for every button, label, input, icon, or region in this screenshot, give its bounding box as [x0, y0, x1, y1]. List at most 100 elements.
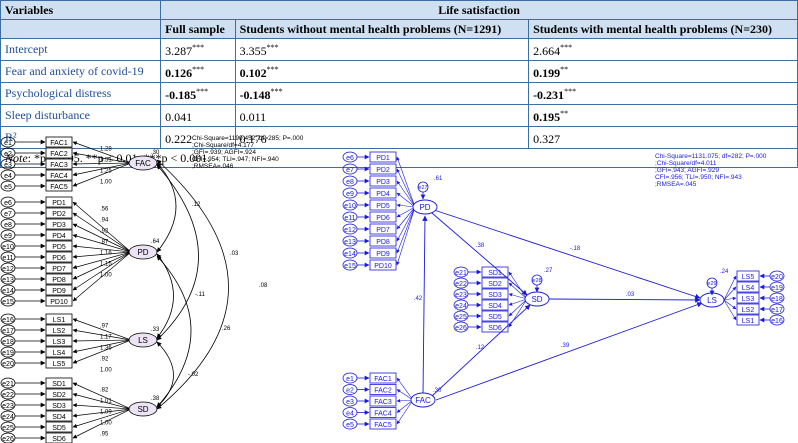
indicator-box — [45, 346, 73, 358]
error-label: e17 — [2, 328, 14, 335]
indicator-box — [45, 196, 73, 208]
error-label: e24 — [2, 414, 14, 421]
loading-label: 1.01 — [100, 399, 112, 405]
error-label: e16 — [771, 318, 783, 325]
loading-arrow — [723, 275, 737, 301]
error-label: e8 — [4, 222, 12, 229]
indicator-label: LS3 — [53, 339, 66, 346]
error-label: e7 — [346, 167, 354, 174]
coefficient: 0.195 — [533, 110, 561, 124]
covariance-label: .08 — [259, 283, 268, 289]
indicator-box — [369, 407, 397, 418]
covariance-arc — [156, 162, 177, 253]
loading-label: .97 — [100, 324, 109, 330]
fit-statistic: ;RMSEA=.046 — [192, 163, 234, 170]
latent-label: PD — [419, 203, 430, 212]
indicator-label: PD10 — [50, 299, 68, 306]
loading-arrow — [72, 251, 132, 259]
loading-arrow — [72, 223, 132, 253]
indicator-label: PD9 — [376, 251, 390, 258]
fit-statistic: ;Chi-Square/df=4.011 — [655, 160, 717, 167]
error-label: e11 — [2, 255, 13, 262]
loading-label: 1.09 — [100, 410, 112, 416]
indicator-label: LS5 — [742, 274, 755, 281]
coefficient: 0.199 — [533, 66, 561, 80]
indicator-label: SD5 — [52, 425, 66, 432]
significance-stars: ** — [560, 65, 569, 74]
error-label: e14 — [344, 251, 356, 258]
loading-arrow — [72, 403, 132, 410]
coefficient: 0.222 — [165, 132, 193, 146]
error-label: e3 — [346, 399, 354, 406]
loading-arrow — [396, 206, 416, 254]
latent-value: .33 — [151, 327, 160, 333]
significance-stars: *** — [560, 43, 573, 52]
loading-arrow — [723, 296, 737, 301]
indicator-box — [369, 175, 397, 187]
coefficient: 2.664 — [533, 44, 561, 58]
covariance-arc — [156, 341, 174, 408]
loading-label: 1.00 — [100, 421, 112, 427]
significance-stars: *** — [266, 43, 279, 52]
loading-arrow — [396, 206, 416, 230]
indicator-label: LS2 — [742, 307, 755, 314]
row-value: 0.011 — [234, 104, 530, 127]
indicator-box — [45, 218, 73, 230]
variance-label: .24 — [720, 269, 729, 275]
fit-statistic: Chi-Square=1131.075; df=282; P=.000 — [655, 153, 767, 160]
loading-arrow — [72, 408, 132, 439]
loading-arrow — [72, 408, 132, 418]
structural-path — [424, 206, 701, 300]
header-variables: Variables — [0, 0, 162, 20]
indicator-label: PD8 — [376, 239, 390, 246]
loading-label: 1.15 — [100, 262, 112, 268]
indicator-label: SD2 — [488, 281, 502, 288]
structural-path — [422, 215, 428, 396]
indicator-label: FAC4 — [50, 173, 68, 180]
row-value: 0.126*** — [160, 60, 236, 83]
covariance-label: -.02 — [188, 372, 199, 378]
latent-value: .30 — [151, 150, 160, 156]
disturbance-label: e29 — [707, 281, 716, 287]
indicator-box — [45, 180, 73, 192]
indicator-label: FAC4 — [374, 411, 392, 418]
loading-arrow — [396, 399, 414, 413]
structural-path — [424, 206, 528, 296]
indicator-box — [369, 235, 397, 247]
indicator-label: PD6 — [376, 215, 390, 222]
error-label: e5 — [346, 422, 354, 429]
error-label: e18 — [771, 296, 783, 303]
error-label: e12 — [344, 227, 356, 234]
covariance-label: .26 — [222, 326, 231, 332]
note-label: Note — [5, 150, 28, 165]
error-label: e12 — [2, 266, 14, 273]
coefficient: 3.287 — [165, 44, 193, 58]
indicator-box — [369, 259, 397, 271]
error-label: e15 — [2, 299, 14, 306]
loading-arrow — [396, 399, 414, 425]
indicator-box — [481, 310, 509, 322]
latent-variable — [410, 392, 436, 408]
table-row: Psychological distress-0.185***-0.148***… — [0, 82, 798, 105]
latent-value: .64 — [151, 239, 160, 245]
coefficient: 3.355 — [239, 44, 267, 58]
loading-label: 1.25 — [100, 169, 112, 175]
latent-label: LS — [707, 296, 717, 305]
error-label: e9 — [346, 191, 354, 198]
indicator-label: FAC1 — [50, 140, 68, 147]
loading-arrow — [72, 408, 132, 428]
loading-arrow — [396, 399, 414, 403]
indicator-label: FAC2 — [374, 388, 392, 395]
error-label: e25 — [2, 425, 14, 432]
indicator-box — [45, 262, 73, 274]
error-label: e20 — [771, 274, 783, 281]
covariance-label: -.11 — [195, 292, 206, 298]
path-coefficient: .12 — [476, 345, 485, 351]
indicator-label: PD9 — [52, 288, 66, 295]
indicator-label: LS1 — [53, 317, 66, 324]
structural-path — [548, 297, 701, 303]
loading-label: 1.36 — [100, 346, 112, 352]
error-label: e22 — [2, 392, 14, 399]
